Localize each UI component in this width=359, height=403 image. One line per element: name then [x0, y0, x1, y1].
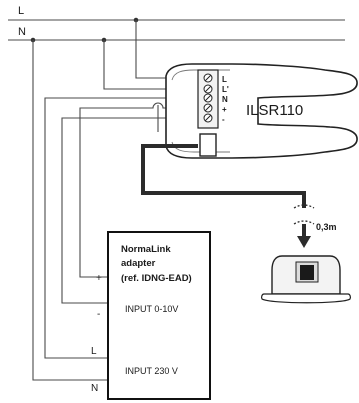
screw-slot	[204, 104, 212, 112]
cable-length-label: 0,3m	[316, 222, 337, 232]
cable-break-mark	[293, 204, 315, 225]
adapter-minus-label: -	[97, 309, 100, 320]
terminal-label-n: N	[222, 95, 228, 104]
terminal-label-plus: +	[222, 105, 227, 114]
adapter-l-label: L	[91, 346, 97, 357]
adapter-plus-label: +	[96, 273, 102, 284]
wire-plus-to-adapter	[79, 102, 198, 278]
adapter-title-line1: NormaLink	[121, 244, 171, 255]
adapter-title-line2: adapter	[121, 258, 156, 269]
junction-dots	[30, 17, 139, 43]
wire-neutral-to-adapter	[32, 40, 108, 381]
sensor-flange	[261, 293, 351, 304]
wire-minus-to-adapter	[61, 117, 198, 304]
adapter-input-dc-label: INPUT 0-10V	[125, 304, 178, 314]
neutral-bus-label: N	[18, 26, 26, 38]
screw-slot	[204, 114, 212, 122]
wiring	[32, 20, 198, 381]
wire-switched-to-adapter	[44, 97, 198, 359]
line-bus-label: L	[18, 5, 24, 17]
terminal-label-l-prime: L'	[222, 85, 229, 94]
sensor-cable-line	[141, 144, 306, 208]
adapter-title-line3: (ref. IDNG-EAD)	[121, 273, 192, 284]
presence-sensor	[261, 255, 351, 304]
ilsr110-device: L L' N + - ILSR110	[165, 63, 358, 159]
adapter-box	[107, 231, 211, 400]
screw-slot	[204, 94, 212, 102]
terminal-screws	[203, 73, 213, 123]
cable-arrow-head	[297, 236, 311, 248]
terminal-label-l: L	[222, 75, 227, 84]
sensor-port	[199, 133, 217, 157]
screw-slot	[204, 85, 212, 93]
sensor-lens	[300, 265, 314, 280]
adapter-input-ac-label: INPUT 230 V	[125, 366, 178, 376]
sensor-cable: 0,3m	[141, 144, 337, 248]
normalink-adapter: NormaLink adapter (ref. IDNG-EAD) INPUT …	[91, 231, 211, 400]
device-name: ILSR110	[246, 102, 303, 119]
supply-bus: L N	[8, 5, 345, 41]
screw-slot	[204, 74, 212, 82]
terminal-label-minus: -	[222, 115, 225, 124]
adapter-n-label: N	[91, 383, 98, 394]
